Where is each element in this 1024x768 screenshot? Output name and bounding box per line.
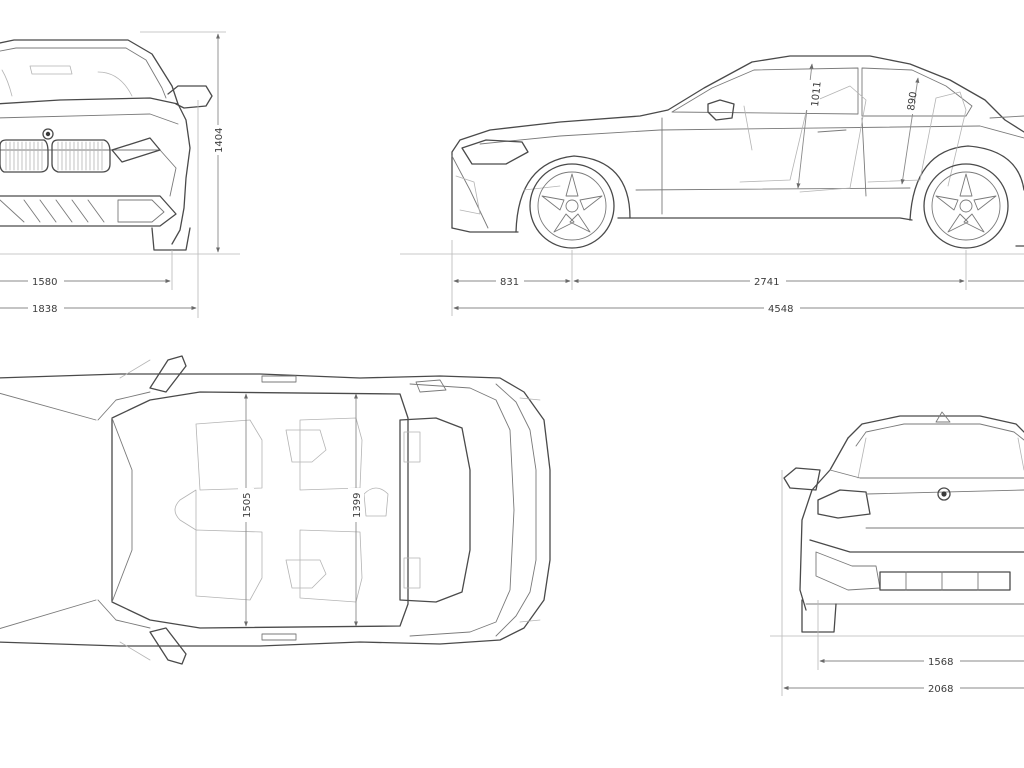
front-height-label: 1404 — [214, 128, 225, 153]
headroom-rear-label: 890 — [906, 91, 920, 111]
bmw-roundel-icon — [937, 487, 951, 501]
front-overhang-label: 831 — [500, 277, 519, 288]
shoulder-front-label: 1505 — [242, 493, 253, 518]
front-seats — [195, 417, 363, 603]
overall-length-label: 4548 — [768, 304, 793, 315]
headroom-front-label: 1011 — [810, 81, 824, 107]
side-view: 1011 890 831 2741 4548 — [400, 55, 1024, 316]
bmw-roundel-icon — [42, 128, 54, 140]
rear-width-label: 2068 — [928, 684, 953, 695]
front-track-label: 1580 — [32, 277, 57, 288]
wheelbase-label: 2741 — [754, 277, 779, 288]
top-view: 1505 1399 — [0, 355, 551, 665]
shoulder-rear-label: 1399 — [352, 493, 363, 518]
front-wheel — [529, 163, 615, 249]
rear-wheel — [923, 163, 1009, 249]
rear-track-label: 1568 — [928, 657, 953, 668]
front-view: 1404 1580 1838 — [0, 31, 240, 318]
front-width-label: 1838 — [32, 304, 57, 315]
rear-view: 1568 2068 — [770, 411, 1024, 696]
